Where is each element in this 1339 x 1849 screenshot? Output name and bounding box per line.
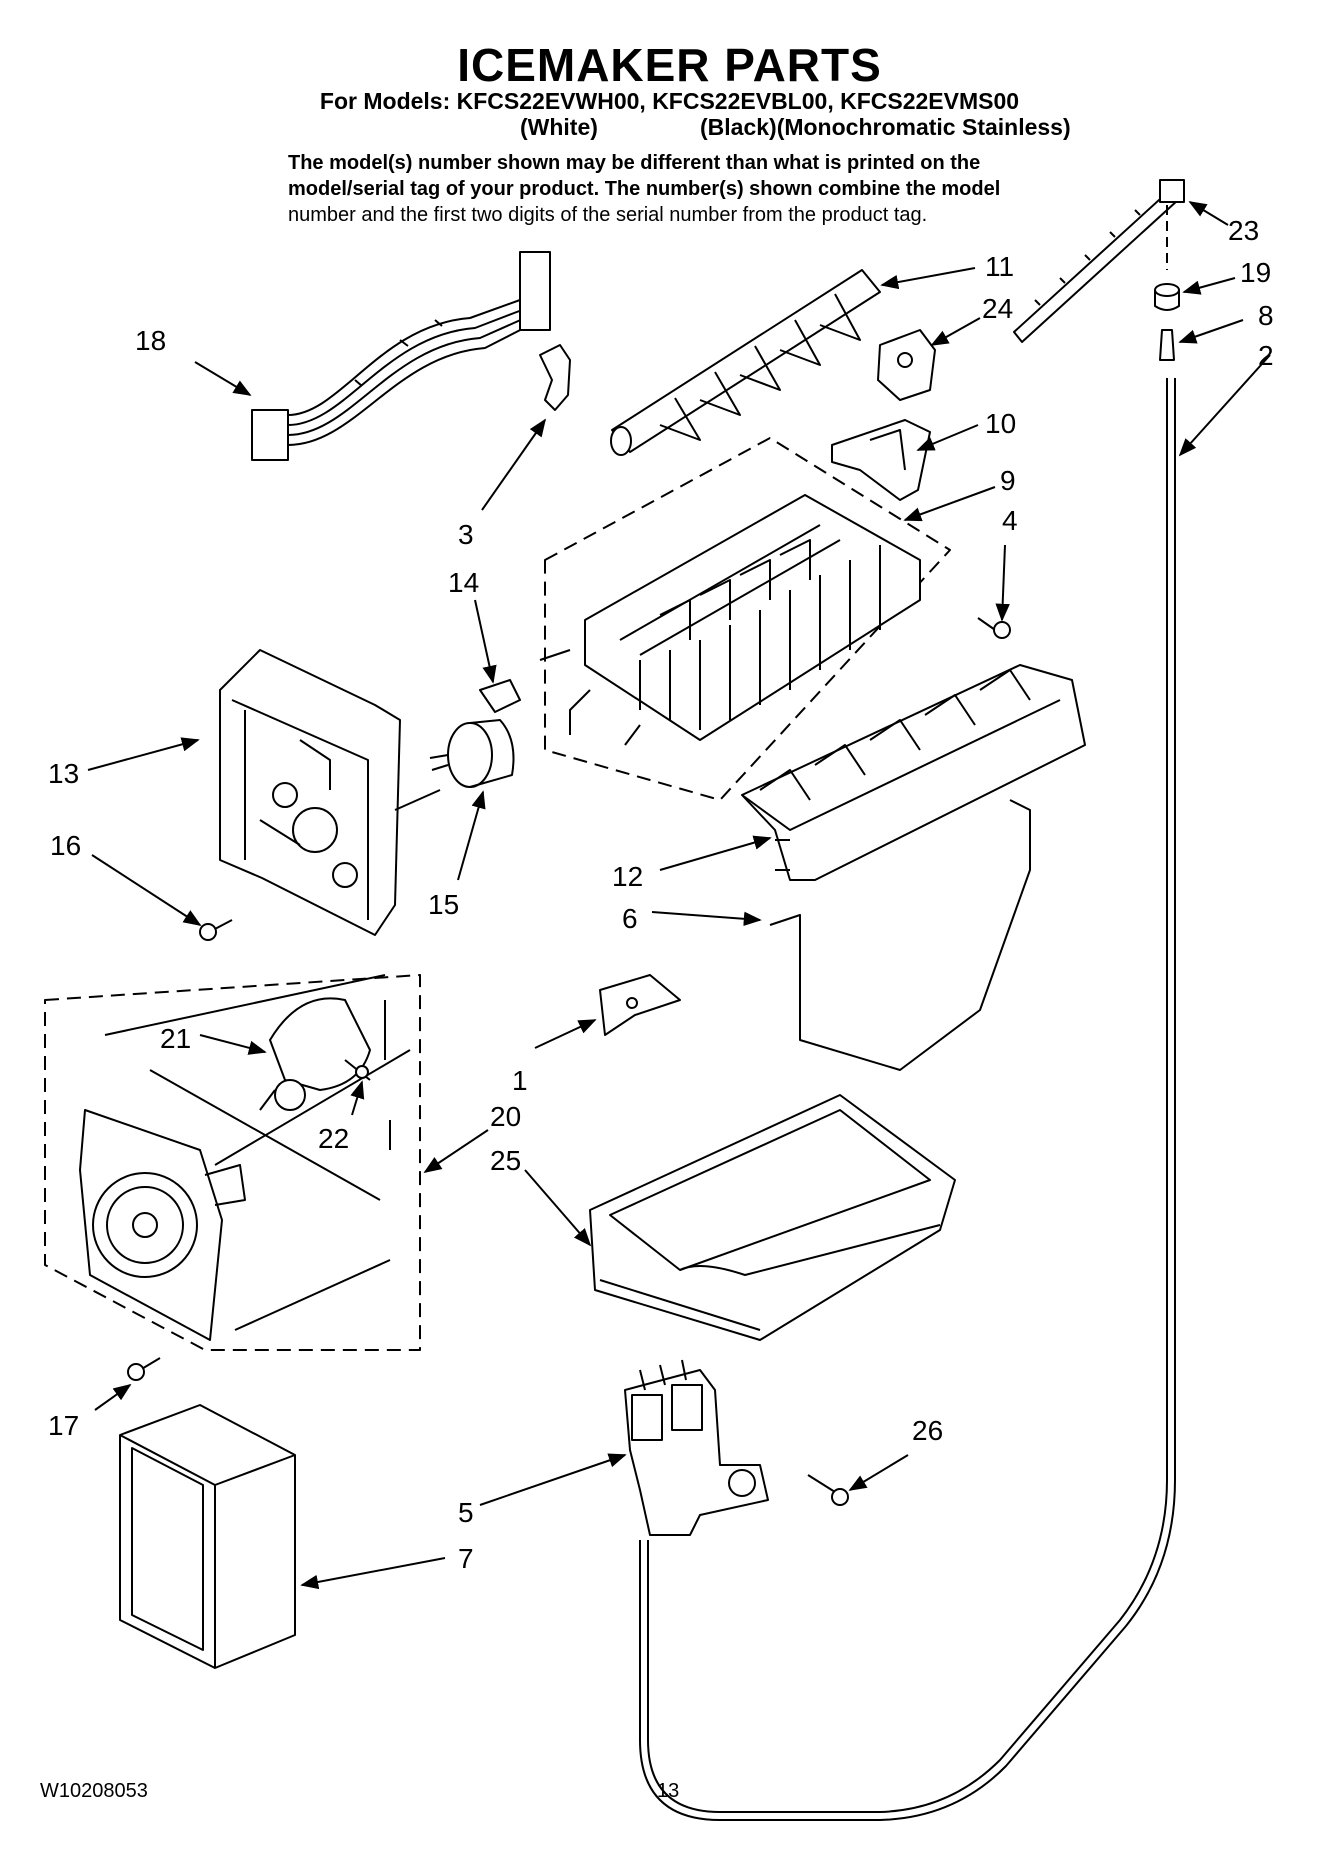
note-line-1: The model(s) number shown may be differe…	[288, 152, 981, 174]
callout-leaders	[87, 201, 1271, 1590]
callout-18: 18	[135, 325, 166, 356]
callout-10: 10	[985, 408, 1016, 439]
ice-bin-part	[589, 1094, 956, 1341]
screw-part-4	[977, 617, 1011, 639]
callout-25: 25	[490, 1145, 521, 1176]
screw-part-22	[344, 1059, 371, 1081]
callout-19: 19	[1240, 257, 1271, 288]
control-box-part	[219, 649, 441, 936]
callout-20: 20	[490, 1101, 521, 1132]
callout-14: 14	[448, 567, 479, 598]
bracket-part	[599, 974, 681, 1036]
mold-cover-part	[831, 419, 931, 501]
callout-13: 13	[48, 758, 79, 789]
document-number: W10208053	[40, 1780, 148, 1802]
fill-cup-part	[1154, 283, 1180, 311]
callout-22: 22	[318, 1123, 349, 1154]
grille-cover-part	[119, 1404, 296, 1669]
callout-12: 12	[612, 861, 643, 892]
callout-3: 3	[458, 519, 474, 550]
assembly-lines	[104, 974, 411, 1331]
callout-26: 26	[912, 1415, 943, 1446]
page-number: 13	[657, 1780, 680, 1802]
note-line-3: number and the first two digits of the s…	[288, 204, 928, 226]
callout-9: 9	[1000, 465, 1016, 496]
motor-part	[259, 997, 391, 1150]
motor-assembly-outline	[44, 974, 421, 1351]
water-valve-part	[624, 1359, 769, 1536]
color-white-label: (White)	[520, 114, 598, 140]
callout-2: 2	[1258, 340, 1274, 371]
callout-5: 5	[458, 1497, 474, 1528]
thermostat-clip-part	[479, 679, 521, 713]
water-tube-part	[639, 378, 1176, 1821]
thermostat-part	[429, 719, 515, 788]
harness-clip-part	[539, 344, 571, 411]
bearing-part	[877, 329, 936, 401]
model-list: For Models: KFCS22EVWH00, KFCS22EVBL00, …	[319, 88, 1020, 114]
callout-6: 6	[622, 903, 638, 934]
callout-23: 23	[1228, 215, 1259, 246]
ice-stripper-part	[741, 664, 1086, 881]
callout-15: 15	[428, 889, 459, 920]
callout-7: 7	[458, 1543, 474, 1574]
callout-1: 1	[512, 1065, 528, 1096]
mold-heater-part	[539, 494, 921, 746]
callout-17: 17	[48, 1410, 79, 1441]
callout-4: 4	[1002, 505, 1018, 536]
motor-housing-part	[79, 1109, 246, 1341]
callout-8: 8	[1258, 300, 1274, 331]
note-line-2: model/serial tag of your product. The nu…	[288, 178, 1001, 200]
callout-11: 11	[985, 251, 1014, 282]
page-title: ICEMAKER PARTS	[457, 39, 882, 91]
mold-assembly-outline	[544, 437, 951, 801]
callout-24: 24	[982, 293, 1013, 324]
screw-part-17	[127, 1357, 161, 1381]
shutoff-arm-part	[769, 799, 1031, 1071]
screw-part-26	[807, 1474, 849, 1506]
callout-16: 16	[50, 830, 81, 861]
fill-tube-part	[1013, 179, 1185, 343]
callout-21: 21	[160, 1023, 191, 1054]
ejector-part	[610, 269, 881, 456]
tube-fitting-part	[1159, 329, 1175, 361]
screw-part-16	[199, 919, 233, 941]
wire-harness-part	[251, 251, 551, 461]
color-black-stainless-label: (Black)(Monochromatic Stainless)	[700, 114, 1071, 140]
